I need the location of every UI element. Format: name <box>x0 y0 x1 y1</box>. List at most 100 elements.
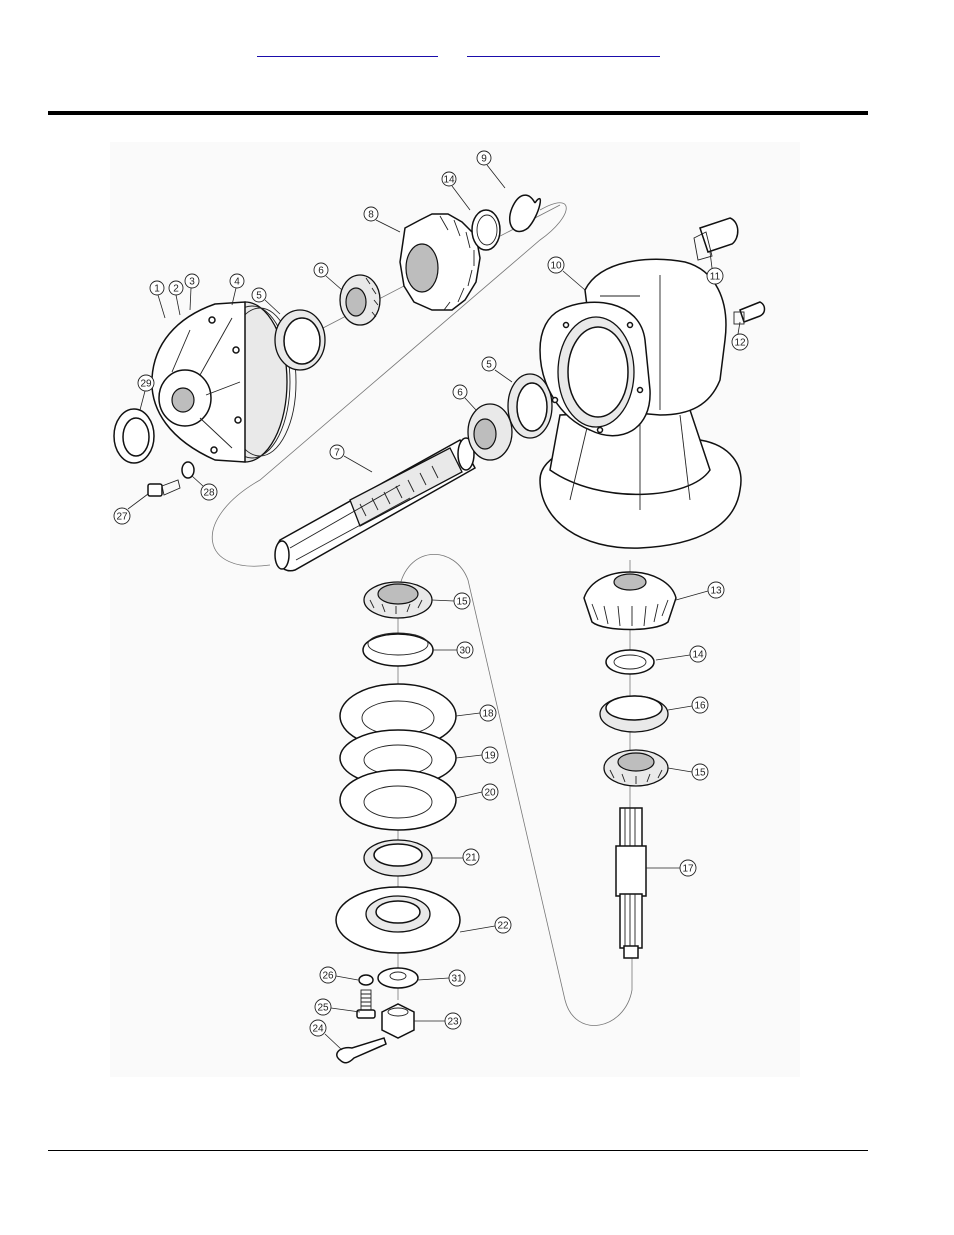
callout-21: 21 <box>432 848 480 866</box>
plate-part-20 <box>339 769 457 831</box>
callout-6-lower: 6 <box>452 384 477 411</box>
callout-2: 2 <box>168 280 184 316</box>
bolt-part-25 <box>356 989 376 1019</box>
svg-text:23: 23 <box>447 1017 459 1028</box>
callout-3: 3 <box>184 273 200 311</box>
seal-part-21 <box>363 839 433 877</box>
svg-text:29: 29 <box>140 379 152 390</box>
seal-part-29 <box>113 408 155 464</box>
svg-text:18: 18 <box>482 709 494 720</box>
snap-ring-part-9 <box>508 194 542 233</box>
svg-text:25: 25 <box>317 1003 329 1014</box>
svg-text:2: 2 <box>173 284 179 295</box>
callout-22: 22 <box>459 916 512 934</box>
callout-8: 8 <box>363 206 401 233</box>
callout-14-upper: 14 <box>441 171 471 211</box>
output-shaft-part-17 <box>615 807 647 959</box>
svg-text:14: 14 <box>692 650 704 661</box>
svg-text:15: 15 <box>694 768 706 779</box>
gearbox-drawing: 1 2 3 4 5 6 7 8 9 10 11 12 14 5 6 13 14 … <box>113 150 766 1064</box>
top-link-right[interactable] <box>467 44 660 57</box>
svg-text:6: 6 <box>318 266 324 277</box>
callout-30: 30 <box>433 641 474 659</box>
callout-19: 19 <box>455 746 499 764</box>
shim-part-14-upper <box>471 209 501 251</box>
castle-nut-part-23 <box>381 1003 415 1039</box>
bearing-cone-part-6-upper <box>339 274 381 326</box>
bearing-cone-part-15-right <box>603 749 669 787</box>
callout-31: 31 <box>417 969 466 987</box>
svg-text:12: 12 <box>734 338 746 349</box>
callout-16: 16 <box>667 696 709 714</box>
svg-text:26: 26 <box>322 971 334 982</box>
callout-17: 17 <box>646 859 697 877</box>
callout-20: 20 <box>455 783 499 801</box>
washer-part-28 <box>181 461 195 479</box>
input-shaft-part-7 <box>274 437 477 572</box>
bearing-cone-part-6-lower <box>467 403 513 461</box>
svg-text:17: 17 <box>682 864 694 875</box>
bevel-gear-part-8 <box>399 213 481 311</box>
svg-text:8: 8 <box>368 210 374 221</box>
callout-5-lower: 5 <box>481 356 513 383</box>
top-link-left[interactable] <box>257 44 438 57</box>
callout-7: 7 <box>329 444 373 473</box>
callout-15-left: 15 <box>431 592 471 610</box>
svg-text:15: 15 <box>456 597 468 608</box>
svg-text:31: 31 <box>451 974 463 985</box>
flange-part-22 <box>335 886 461 954</box>
callout-25: 25 <box>314 998 361 1016</box>
assembly-guide-lower <box>399 553 633 1026</box>
svg-text:19: 19 <box>484 751 496 762</box>
svg-text:27: 27 <box>116 512 128 523</box>
callout-13: 13 <box>675 581 725 601</box>
callout-6-upper: 6 <box>313 262 343 291</box>
callout-15-right: 15 <box>667 763 709 781</box>
bearing-cup-part-16 <box>599 695 669 733</box>
callout-23: 23 <box>414 1012 462 1030</box>
exploded-parts-diagram: 1 2 3 4 5 6 7 8 9 10 11 12 14 5 6 13 14 … <box>110 142 800 1077</box>
svg-text:13: 13 <box>710 586 722 597</box>
callout-29: 29 <box>137 374 155 411</box>
assembly-guide-upper <box>211 202 567 567</box>
callout-1: 1 <box>149 280 166 319</box>
footer-rule <box>48 1150 868 1151</box>
plug-part-11 <box>693 217 739 261</box>
svg-text:10: 10 <box>550 261 562 272</box>
gearbox-housing-part-10 <box>539 258 742 549</box>
callout-10: 10 <box>547 256 586 291</box>
callout-9: 9 <box>476 150 506 189</box>
svg-text:28: 28 <box>203 488 215 499</box>
svg-text:24: 24 <box>312 1024 324 1035</box>
bearing-cup-part-5-lower <box>507 373 553 439</box>
callout-5-upper: 5 <box>251 287 281 315</box>
svg-text:1: 1 <box>154 284 160 295</box>
svg-text:20: 20 <box>484 788 496 799</box>
svg-text:4: 4 <box>234 277 240 288</box>
vent-part-12 <box>733 301 766 325</box>
callout-28: 28 <box>191 475 218 501</box>
bolt-part-27 <box>147 479 181 497</box>
callout-12: 12 <box>731 321 749 351</box>
callout-14-lower: 14 <box>655 645 707 663</box>
shim-part-14-lower <box>605 649 655 675</box>
bearing-cup-part-5-upper <box>274 309 326 371</box>
callout-26: 26 <box>319 966 359 984</box>
ring-part-30 <box>362 632 434 667</box>
washer-part-31 <box>377 967 419 989</box>
bevel-pinion-part-13 <box>583 571 677 631</box>
header-rule <box>48 111 868 115</box>
callout-24: 24 <box>309 1019 343 1051</box>
svg-text:5: 5 <box>256 291 262 302</box>
washer-part-26 <box>358 974 374 986</box>
svg-text:7: 7 <box>334 448 340 459</box>
svg-text:22: 22 <box>497 921 509 932</box>
svg-text:6: 6 <box>457 388 463 399</box>
svg-text:9: 9 <box>481 154 487 165</box>
cover-part-1 <box>151 301 297 463</box>
svg-text:5: 5 <box>486 360 492 371</box>
svg-text:30: 30 <box>459 646 471 657</box>
svg-text:14: 14 <box>443 175 455 186</box>
svg-text:16: 16 <box>694 701 706 712</box>
callout-11: 11 <box>706 251 724 285</box>
